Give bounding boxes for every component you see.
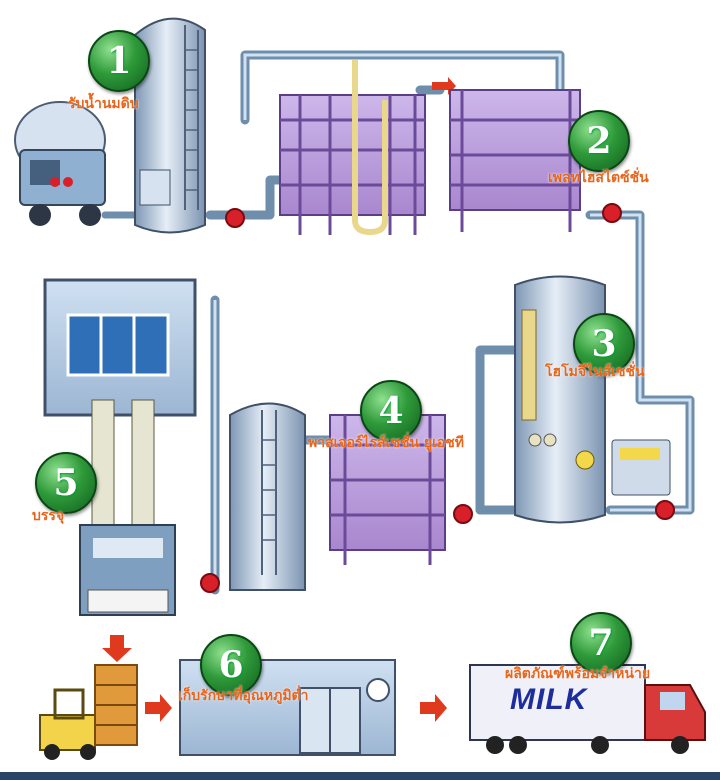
step-label-6: เก็บรักษาที่อุณหภูมิต่ำ <box>178 688 309 704</box>
step-label-5: บรรจุ <box>32 508 65 524</box>
down-arrow <box>102 635 132 662</box>
step-label-2: เพลทไฮสไตซ์ชั่น <box>548 170 649 186</box>
milk-tanker <box>14 101 106 226</box>
pipes-highlight <box>213 53 692 590</box>
step-badge-6: 6 <box>200 634 262 696</box>
step-badge-2: 2 <box>568 110 630 172</box>
delivery-truck <box>469 664 706 754</box>
step-badge-4: 4 <box>360 380 422 442</box>
step-badge-5: 5 <box>35 452 97 514</box>
filling-room <box>43 278 197 616</box>
receiving-silo <box>134 17 206 234</box>
bottom-bar <box>0 772 720 780</box>
step-badge-3: 3 <box>573 313 635 375</box>
arrow-to-cold <box>145 694 172 722</box>
forklift <box>39 664 138 760</box>
truck-milk-label: MILK <box>510 683 588 716</box>
storage-tank <box>229 402 306 591</box>
step-label-1: รับน้ำนมดิบ <box>68 96 139 112</box>
plate-exchanger-right <box>449 89 581 232</box>
valves <box>200 203 675 593</box>
step-label-4: พาสเจอร์ไรส์เซชั่น ยูเอชที <box>308 435 465 451</box>
step-badge-7: 7 <box>570 612 632 674</box>
step-label-7: ผลิตภัณฑ์พร้อมจำหน่าย <box>505 666 651 682</box>
arrow-to-truck <box>420 694 447 722</box>
step-label-3: โฮโมจีไนส์เซชั่น <box>545 364 645 380</box>
step-badge-1: 1 <box>88 30 150 92</box>
plate-exchanger-left <box>279 60 426 236</box>
